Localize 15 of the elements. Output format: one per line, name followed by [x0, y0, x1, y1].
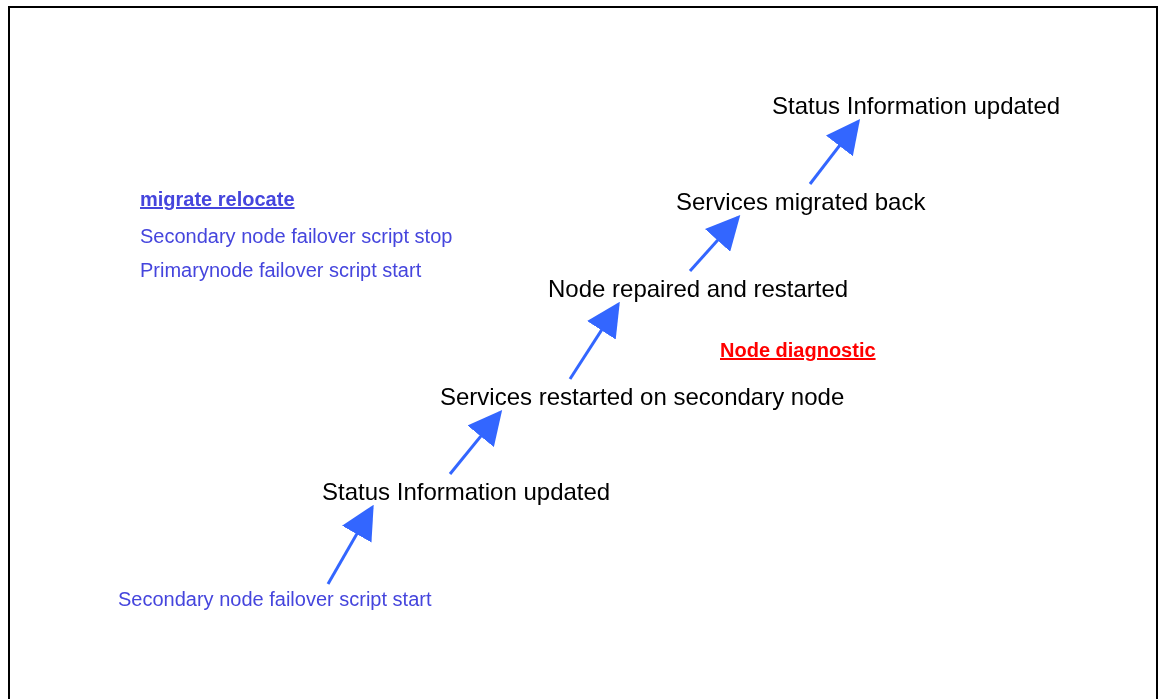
block-arrow: [688, 215, 741, 272]
block-arrow: [568, 301, 620, 380]
step-text: Status Information updated: [322, 478, 611, 506]
section-heading: Node diagnostic: [720, 338, 876, 362]
note-text: Primarynode failover script start: [140, 258, 422, 282]
block-arrow: [448, 409, 503, 475]
block-arrow: [808, 118, 861, 185]
step-text: Services restarted on secondary node: [440, 383, 845, 411]
block-arrow: [326, 504, 374, 585]
note-text: Secondary node failover script stop: [140, 224, 453, 248]
step-text: Status Information updated: [772, 92, 1061, 120]
section-heading: migrate relocate: [140, 187, 295, 211]
step-text: Services migrated back: [676, 188, 926, 216]
step-text: Secondary node failover script start: [118, 588, 432, 611]
step-text: Node repaired and restarted: [548, 275, 849, 303]
